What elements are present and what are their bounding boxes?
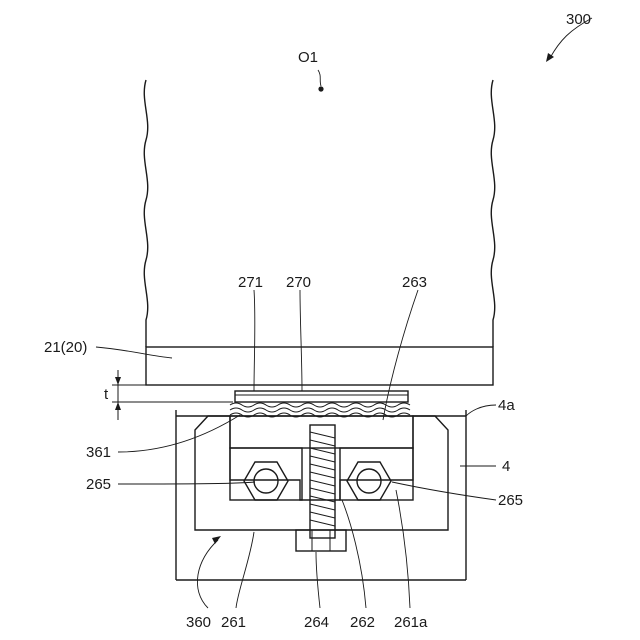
holder-261 [195, 416, 448, 530]
plate-21 [146, 347, 493, 385]
leader-261a [396, 490, 410, 608]
label-261: 261 [221, 614, 246, 631]
label-270: 270 [286, 274, 311, 291]
bolt-thread [310, 432, 335, 526]
leader-265-left [118, 482, 255, 484]
leader-361 [118, 415, 240, 452]
nut-hole-right [357, 469, 381, 493]
leader-263 [383, 290, 418, 420]
label-300: 300 [566, 11, 591, 28]
leader-4a [466, 405, 496, 416]
leader-262 [342, 500, 366, 608]
center-point-o1 [318, 86, 323, 91]
upper-right-break-line [491, 80, 494, 347]
bolt-264-head [296, 530, 346, 551]
arrow-360 [212, 536, 221, 544]
label-o1: O1 [298, 49, 318, 66]
leader-360 [197, 540, 218, 608]
label-4: 4 [502, 458, 510, 475]
leader-271 [254, 290, 255, 391]
label-261a: 261a [394, 614, 428, 631]
nut-265-left [244, 462, 288, 500]
label-264: 264 [304, 614, 329, 631]
spring-361 [230, 403, 410, 417]
label-21-20: 21(20) [44, 339, 87, 356]
side-block-left [230, 448, 302, 500]
label-360: 360 [186, 614, 211, 631]
leader-261 [236, 532, 254, 608]
nut-hole-left [254, 469, 278, 493]
label-265-left: 265 [86, 476, 111, 493]
dim-t-arrow-top [115, 377, 121, 385]
leader-21 [96, 347, 172, 358]
label-361: 361 [86, 444, 111, 461]
label-265-right: 265 [498, 492, 523, 509]
label-4a: 4a [498, 397, 515, 414]
leader-265-right [392, 482, 496, 500]
upper-left-break-line [144, 80, 147, 347]
arrow-300 [546, 53, 554, 62]
label-271: 271 [238, 274, 263, 291]
o1-leader [318, 70, 321, 86]
dim-t-arrow-bottom [115, 402, 121, 410]
pad-270 [235, 391, 408, 402]
label-262: 262 [350, 614, 375, 631]
leader-270 [300, 290, 302, 391]
label-t: t [104, 386, 109, 403]
nut-265-right [347, 462, 391, 500]
label-263: 263 [402, 274, 427, 291]
